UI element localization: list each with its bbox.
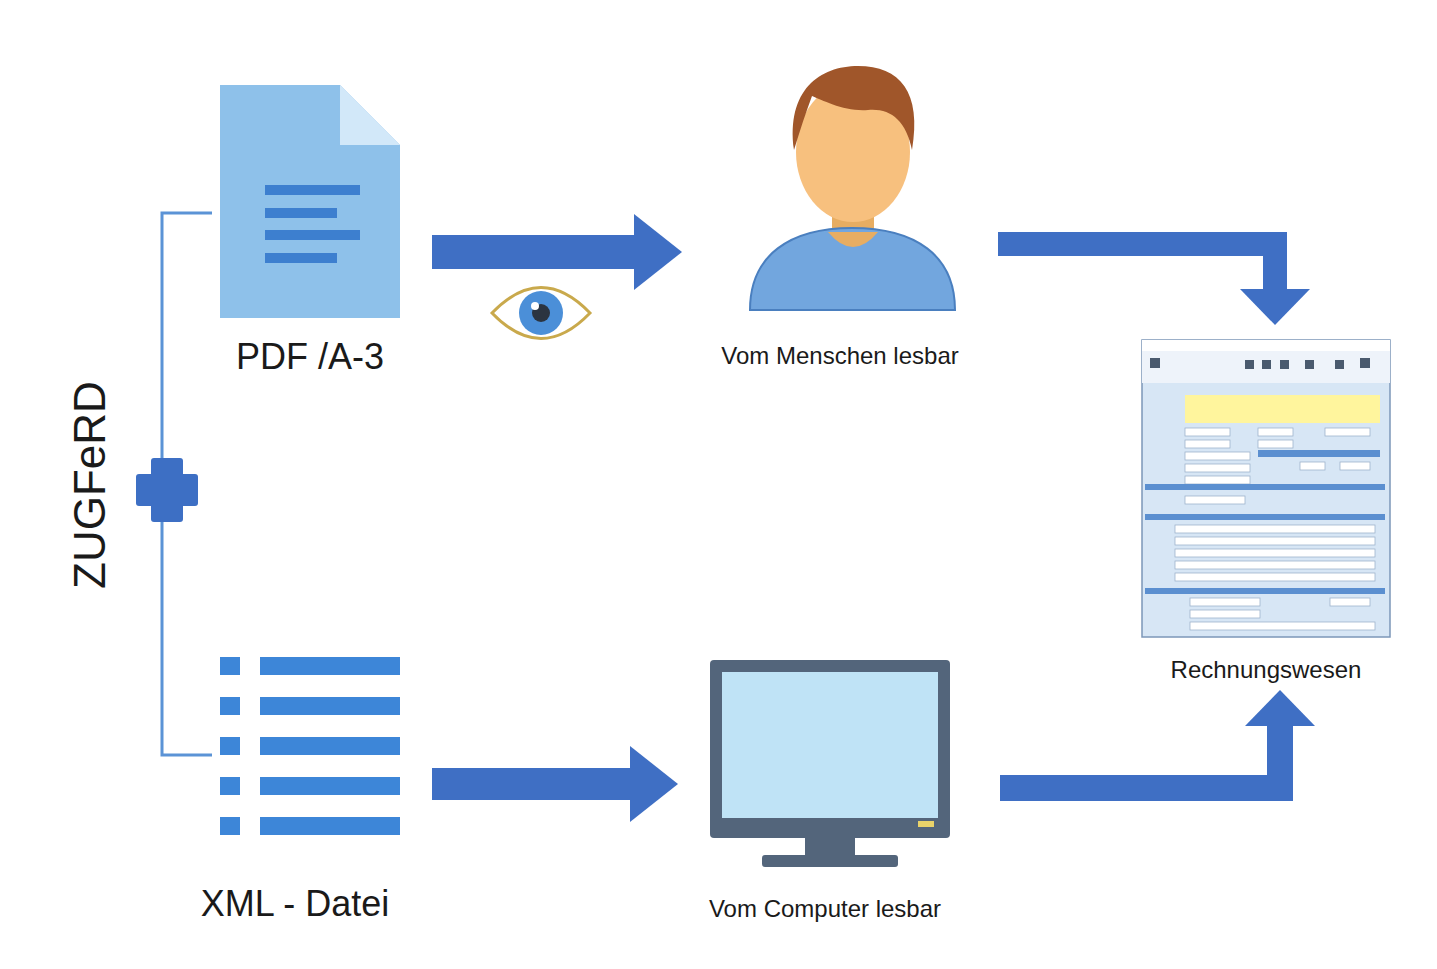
arrow-head <box>1245 690 1315 726</box>
node-label: Vom Menschen lesbar <box>690 342 990 370</box>
arrow-shaft <box>998 244 1275 289</box>
node-label: PDF /A-3 <box>210 336 410 378</box>
arrow-shaft <box>1000 726 1280 788</box>
document-icon <box>220 85 400 318</box>
arrow-head <box>634 214 682 290</box>
icon-node: XML - Datei <box>175 645 415 925</box>
icon-node: Vom Computer lesbar <box>680 655 970 923</box>
arrow-head <box>1240 289 1310 325</box>
person-icon <box>750 66 955 310</box>
flow-arrow <box>1000 690 1315 788</box>
flow-arrow <box>432 214 682 290</box>
list-icon <box>220 657 400 835</box>
icon-node: Rechnungswesen <box>1135 335 1397 684</box>
node-label: Vom Computer lesbar <box>680 895 970 923</box>
software-screenshot <box>1142 340 1390 637</box>
arrow-shaft <box>432 235 634 269</box>
arrow-shaft <box>432 768 630 800</box>
monitor-icon <box>710 660 950 867</box>
arrow-head <box>630 746 678 822</box>
node-label: XML - Datei <box>175 883 415 925</box>
vertical-title: ZUGFeRD <box>65 381 115 589</box>
flow-arrow <box>432 746 678 822</box>
eye-symbol <box>492 288 590 339</box>
flow-arrow <box>998 244 1310 325</box>
node-label: Rechnungswesen <box>1135 656 1397 684</box>
icon-node: PDF /A-3 <box>210 80 410 378</box>
icon-node: Vom Menschen lesbar <box>690 60 990 370</box>
plus-symbol <box>136 458 198 522</box>
